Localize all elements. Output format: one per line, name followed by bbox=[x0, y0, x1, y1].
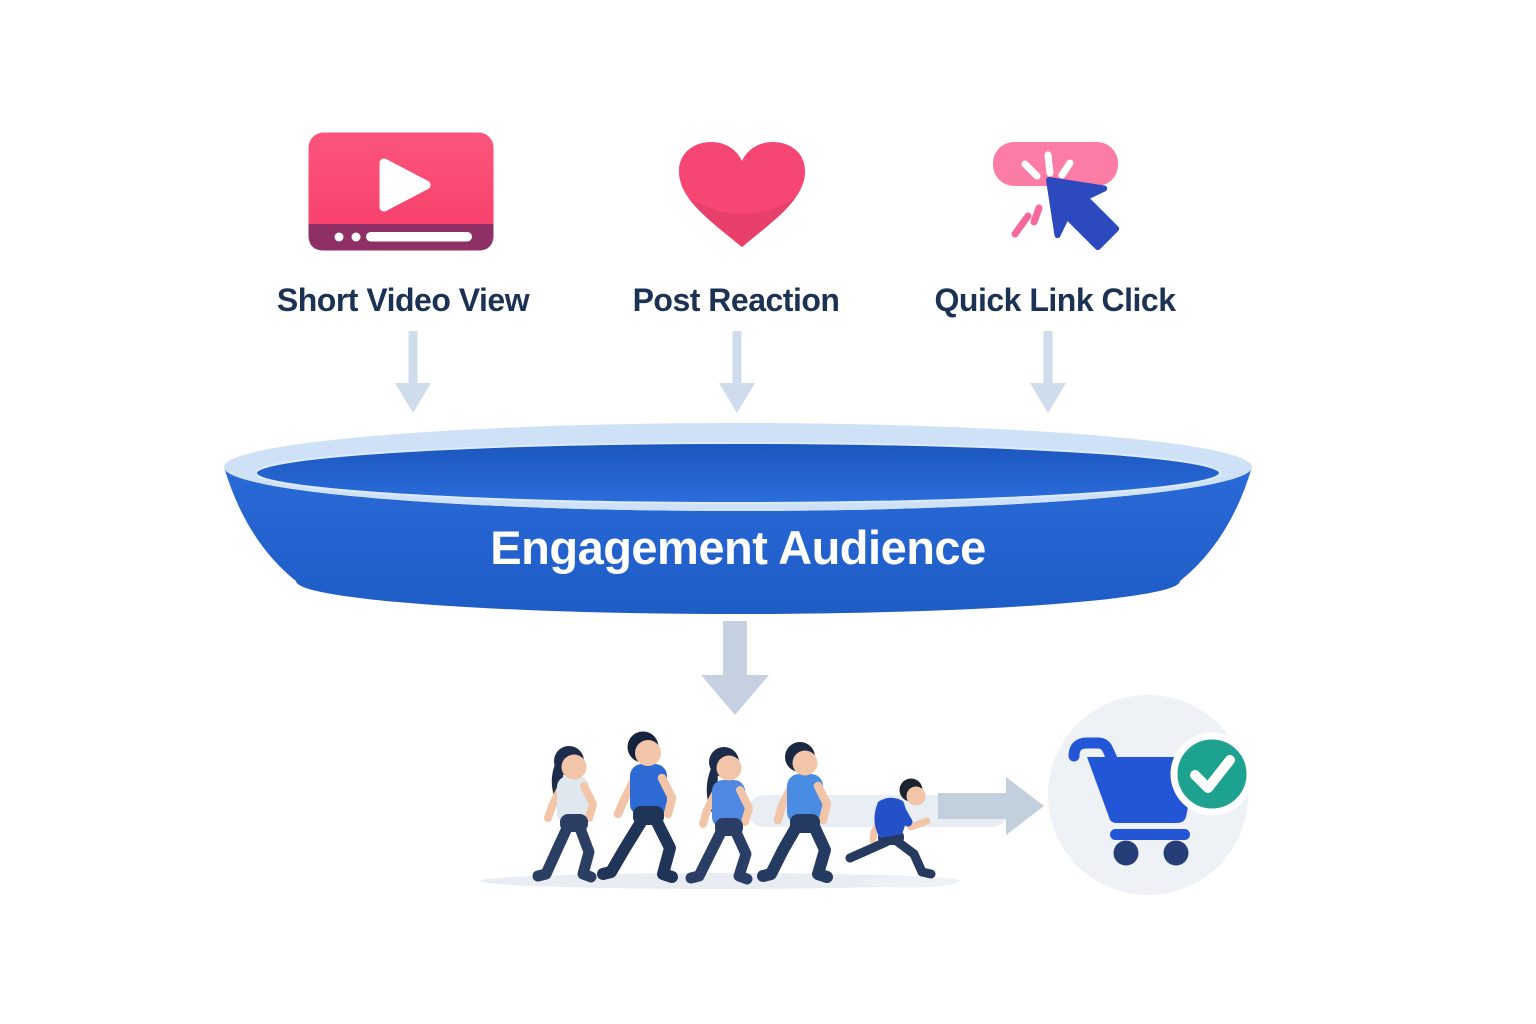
person-woman-light-shirt bbox=[532, 746, 597, 883]
click-spark bbox=[1011, 204, 1043, 238]
player-dot bbox=[351, 232, 361, 242]
down-arrow-icon bbox=[719, 331, 755, 413]
player-progress-bar bbox=[366, 232, 472, 242]
link-button bbox=[993, 142, 1118, 186]
heart-icon bbox=[678, 142, 806, 247]
cart-wheel bbox=[1113, 840, 1139, 866]
person-woman-medium-blue-shirt bbox=[685, 747, 753, 885]
funnel-wall bbox=[224, 467, 1252, 614]
down-arrow-icon bbox=[1030, 331, 1066, 413]
audience-funnel-bowl bbox=[224, 423, 1252, 614]
check-badge-icon bbox=[1170, 732, 1254, 816]
cursor-click-icon bbox=[993, 142, 1120, 251]
runner-shadow bbox=[862, 876, 958, 888]
source-label-post-reaction: Post Reaction bbox=[632, 282, 840, 318]
down-arrow-icon bbox=[395, 331, 431, 413]
shopping-cart-icon bbox=[1068, 737, 1198, 866]
person-runner bbox=[845, 778, 936, 879]
person-man-blue-shirt bbox=[597, 731, 678, 883]
funnel-down-arrow-icon bbox=[701, 621, 769, 715]
check-icon bbox=[1190, 755, 1235, 793]
funnel-inner-surface bbox=[255, 442, 1221, 504]
purchase-outcome bbox=[1048, 695, 1254, 895]
source-label-short-video: Short Video View bbox=[276, 282, 530, 318]
click-burst bbox=[1021, 151, 1074, 180]
video-player-icon bbox=[308, 132, 494, 251]
audience-illustration bbox=[480, 731, 1044, 889]
funnel-label: Engagement Audience bbox=[490, 521, 986, 574]
cart-wheel bbox=[1163, 840, 1189, 866]
source-label-quick-link: Quick Link Click bbox=[934, 282, 1176, 318]
person-man-light-blue-shirt bbox=[757, 742, 833, 883]
flow-arrow-icon bbox=[938, 777, 1044, 835]
player-dot bbox=[334, 232, 344, 242]
cursor-arrow bbox=[1046, 177, 1120, 251]
play-icon bbox=[379, 158, 431, 212]
